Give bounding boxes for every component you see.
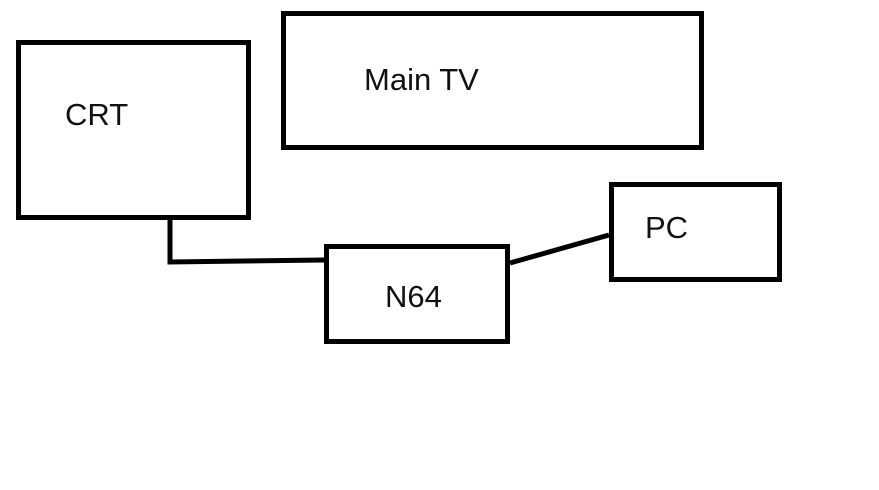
node-n64-label: N64 (385, 279, 442, 314)
edge-n64-pc (509, 232, 610, 266)
node-pc-label: PC (645, 210, 689, 245)
node-crt-label: CRT (65, 97, 129, 132)
node-crt: CRT (16, 40, 251, 220)
edge-crt-n64 (167, 220, 325, 265)
node-n64: N64 (324, 244, 510, 344)
node-pc: PC (609, 182, 782, 282)
node-main-tv: Main TV (281, 11, 704, 150)
node-main-tv-label: Main TV (364, 62, 479, 97)
